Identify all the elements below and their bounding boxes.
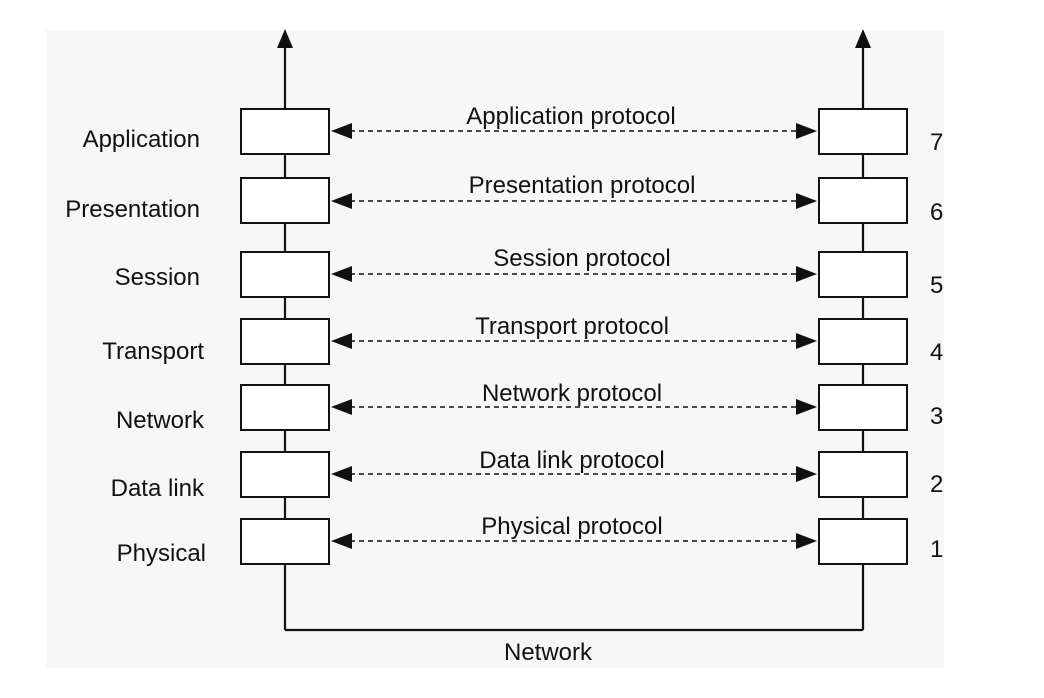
protocol-label: Transport protocol <box>475 313 669 340</box>
left-layer-box-5 <box>240 251 330 298</box>
layer-number-label: 5 <box>930 272 943 299</box>
layer-number-label: 1 <box>930 536 943 563</box>
layer-name-label: Application <box>83 126 200 153</box>
protocol-label: Session protocol <box>493 245 670 272</box>
right-layer-box-5 <box>818 251 908 298</box>
right-up-arrow-icon <box>855 29 871 48</box>
protocol-arrow-left-icon <box>331 123 352 139</box>
layer-number-label: 7 <box>930 129 943 156</box>
left-layer-box-3 <box>240 384 330 431</box>
layer-row-4: Transport Transport protocol 4 <box>102 313 943 366</box>
left-up-arrow-icon <box>277 29 293 48</box>
layer-row-3: Network Network protocol 3 <box>116 380 943 434</box>
layer-row-5: Session Session protocol 5 <box>115 245 944 299</box>
layer-row-2: Data link Data link protocol 2 <box>111 447 944 502</box>
protocol-label: Application protocol <box>466 103 675 130</box>
protocol-arrow-right-icon <box>796 333 817 349</box>
layer-number-label: 3 <box>930 403 943 430</box>
left-layer-box-7 <box>240 108 330 155</box>
protocol-arrow-left-icon <box>331 399 352 415</box>
protocol-arrow-left-icon <box>331 466 352 482</box>
protocol-arrow-right-icon <box>796 533 817 549</box>
protocol-arrow-right-icon <box>796 399 817 415</box>
protocol-arrow-right-icon <box>796 466 817 482</box>
right-layer-box-4 <box>818 318 908 365</box>
left-layer-box-1 <box>240 518 330 565</box>
layer-name-label: Presentation <box>65 196 200 223</box>
protocol-arrow-left-icon <box>331 266 352 282</box>
protocol-label: Presentation protocol <box>469 172 696 199</box>
right-layer-box-6 <box>818 177 908 224</box>
right-layer-box-2 <box>818 451 908 498</box>
left-layer-box-6 <box>240 177 330 224</box>
layer-name-label: Network <box>116 407 205 434</box>
layer-name-label: Transport <box>102 338 204 365</box>
protocol-arrow-left-icon <box>331 533 352 549</box>
layer-row-1: Physical Physical protocol 1 <box>117 513 944 567</box>
right-layer-box-3 <box>818 384 908 431</box>
protocol-arrow-right-icon <box>796 193 817 209</box>
layer-row-7: Application Application protocol 7 <box>83 103 944 156</box>
protocol-arrow-right-icon <box>796 266 817 282</box>
network-label: Network <box>504 639 593 666</box>
layer-number-label: 4 <box>930 339 943 366</box>
layer-row-6: Presentation Presentation protocol 6 <box>65 172 943 226</box>
right-layer-box-1 <box>818 518 908 565</box>
left-layer-box-2 <box>240 451 330 498</box>
protocol-label: Physical protocol <box>481 513 662 540</box>
diagram-panel <box>46 30 944 668</box>
layer-number-label: 6 <box>930 199 943 226</box>
right-layer-box-7 <box>818 108 908 155</box>
protocol-arrow-left-icon <box>331 193 352 209</box>
layer-name-label: Session <box>115 264 200 291</box>
protocol-label: Data link protocol <box>479 447 664 474</box>
left-layer-box-4 <box>240 318 330 365</box>
protocol-label: Network protocol <box>482 380 662 407</box>
protocol-arrow-left-icon <box>331 333 352 349</box>
layer-number-label: 2 <box>930 471 943 498</box>
layer-name-label: Data link <box>111 475 205 502</box>
protocol-arrow-right-icon <box>796 123 817 139</box>
layer-name-label: Physical <box>117 540 206 567</box>
